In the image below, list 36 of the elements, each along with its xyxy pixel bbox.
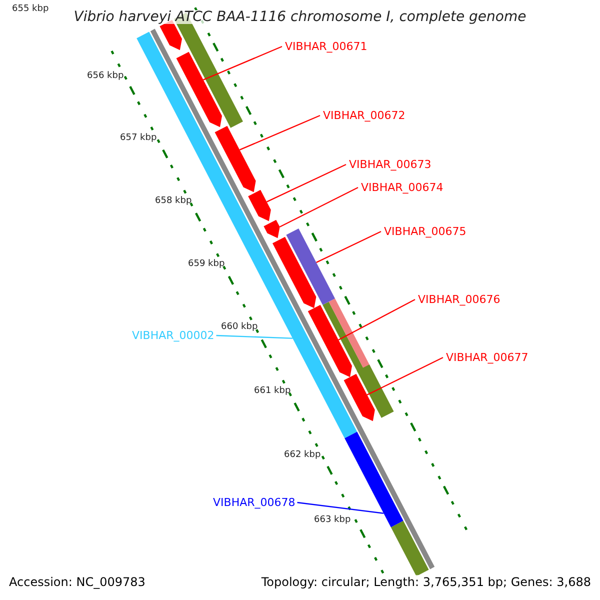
gene-label: VIBHAR_00674: [361, 182, 444, 193]
gene-label: VIBHAR_00002: [132, 330, 214, 341]
gene-label: VIBHAR_00678: [213, 497, 296, 508]
scale-label: 659 kbp: [188, 260, 225, 269]
scale-label: 662 kbp: [284, 451, 321, 460]
scale-label: 661 kbp: [254, 387, 291, 396]
gene-label: VIBHAR_00676: [418, 294, 500, 305]
leader-line: [338, 298, 416, 340]
leader-line: [203, 46, 282, 80]
gene-label: VIBHAR_00672: [323, 110, 406, 121]
gene-label: VIBHAR_00677: [446, 352, 528, 363]
gene-feature: [176, 52, 222, 128]
gene-feature: [344, 374, 375, 422]
leader-line: [316, 230, 382, 264]
scale-label: 657 kbp: [120, 134, 157, 143]
leader-line: [239, 114, 320, 150]
leader-line: [280, 186, 358, 228]
gene-label: VIBHAR_00675: [384, 226, 466, 237]
footer-text: Topology: circular; Length: 3,765,351 bp; Genes: 3,688: [261, 575, 591, 589]
gene-feature: [308, 304, 352, 378]
scale-label: 655 kbp: [12, 5, 49, 14]
scale-label: 660 kbp: [221, 323, 258, 332]
scale-label: 658 kbp: [155, 197, 192, 206]
leader-line: [266, 164, 346, 202]
scale-label: 663 kbp: [314, 516, 351, 525]
title: Vibrio harveyi ATCC BAA-1116 chromosome I, complete genome: [74, 10, 526, 24]
leader-line: [366, 356, 444, 396]
gene-feature: [214, 126, 256, 192]
gene-feature: [264, 220, 280, 238]
gene-feature: [286, 228, 335, 305]
leader-line: [297, 502, 384, 514]
gene-label: VIBHAR_00673: [349, 159, 432, 170]
gene-feature: [248, 190, 271, 222]
scale-label: 656 kbp: [87, 72, 124, 81]
gene-label: VIBHAR_00671: [285, 41, 368, 52]
footer-text: Accession: NC_009783: [9, 575, 146, 589]
